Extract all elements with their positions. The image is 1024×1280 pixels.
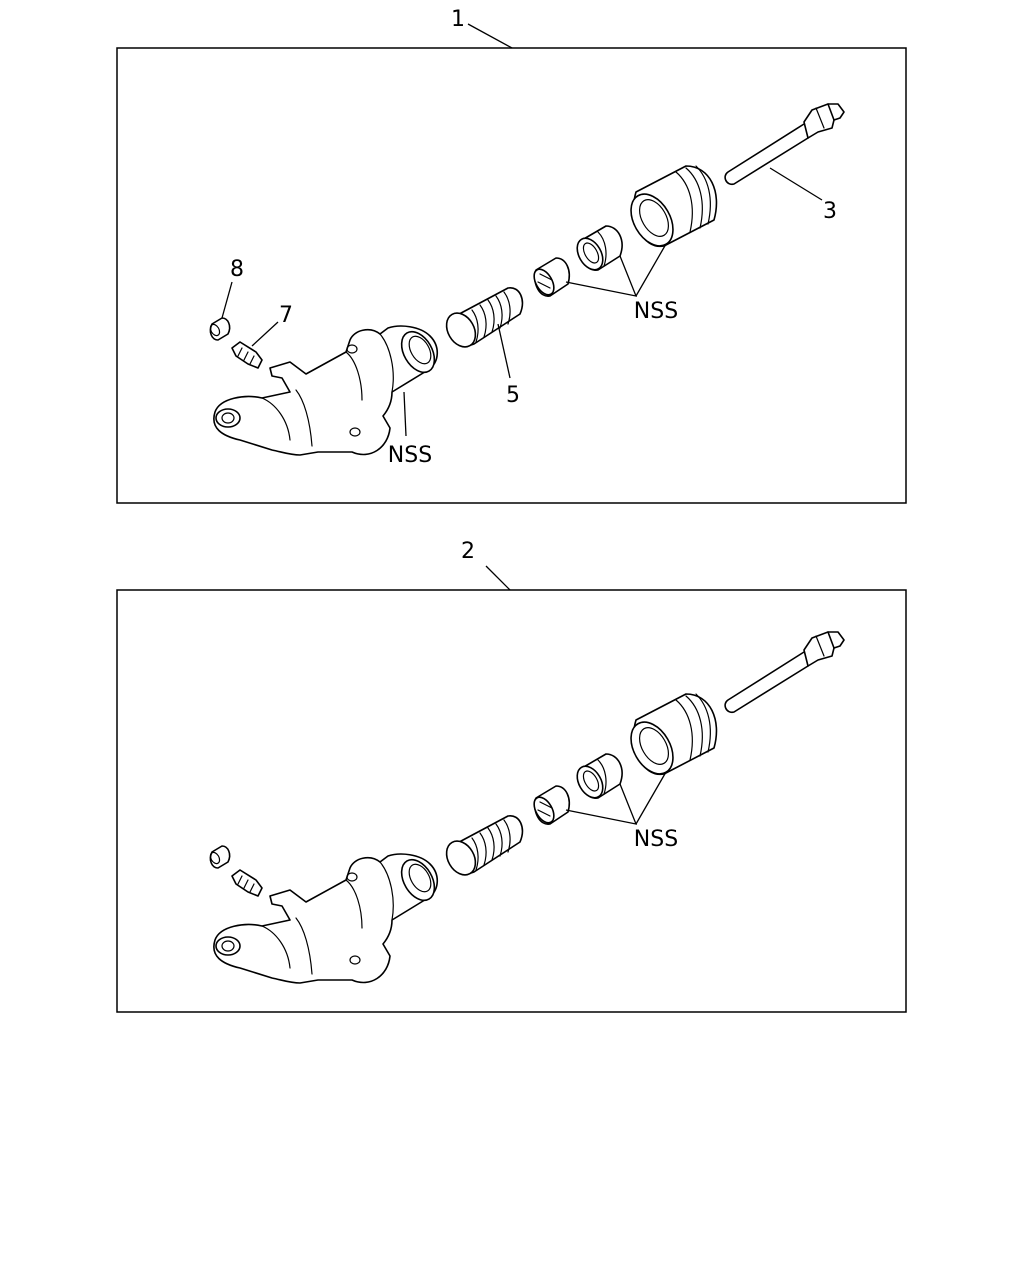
callout-part-8: 8 [230, 257, 244, 282]
panel-1-callout: 1 [451, 7, 465, 32]
callout-nss-seals: NSS [634, 299, 678, 324]
panel-2: 2 NSS [116, 539, 907, 1013]
panel-2-assembly [207, 631, 845, 984]
leader-part-3 [769, 167, 823, 201]
panel-1: 1 8 7 5 3 NSS NSS [116, 7, 907, 504]
leader-nss-seals-b [635, 243, 667, 297]
leader-nss-seals-2b [635, 771, 667, 825]
callout-nss-seals-2: NSS [634, 827, 678, 852]
callout-nss-body: NSS [388, 443, 432, 468]
leader-part-5 [497, 323, 511, 379]
panel-1-assembly [207, 103, 845, 456]
panel-2-frame [116, 589, 907, 1013]
leader-nss-body [403, 391, 407, 437]
panel-1-frame [116, 47, 907, 504]
leader-part-8 [221, 281, 233, 319]
callout-part-7: 7 [279, 303, 293, 328]
callout-part-5: 5 [506, 383, 520, 408]
callout-part-3: 3 [823, 199, 837, 224]
panel-2-callout-leader [485, 565, 511, 591]
panel-1-callout-leader [467, 23, 513, 49]
panel-2-callout: 2 [461, 539, 475, 564]
leader-part-7 [251, 321, 279, 347]
